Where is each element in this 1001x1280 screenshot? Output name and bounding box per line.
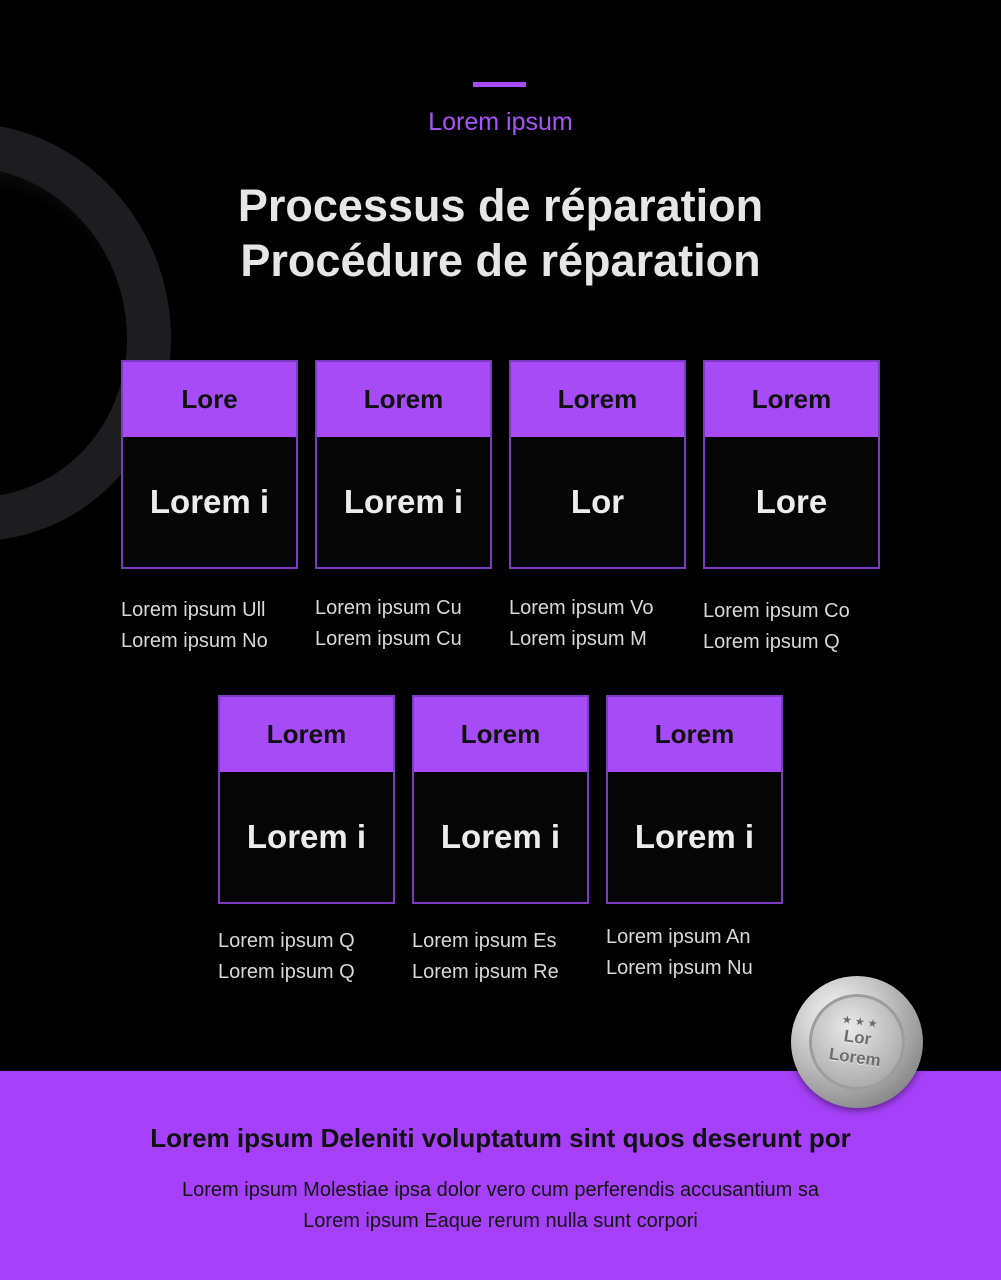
step-card: Lorem Lor	[509, 360, 686, 569]
step-card-header: Lorem	[414, 697, 587, 772]
step-description-line-1: Lorem ipsum Co	[703, 600, 850, 622]
step-card-header: Lorem	[511, 362, 684, 437]
step-1: Lore Lorem i Lorem ipsum Ull Lorem ipsum…	[121, 360, 298, 657]
seal-face: ★ ★ ★ Lor Lorem	[802, 987, 912, 1097]
step-card: Lorem Lorem i	[315, 360, 492, 569]
step-description: Lorem ipsum Co Lorem ipsum Q	[703, 596, 880, 658]
silver-seal-badge: ★ ★ ★ Lor Lorem	[791, 976, 923, 1108]
step-5: Lorem Lorem i Lorem ipsum Q Lorem ipsum …	[218, 695, 395, 988]
seal-text-line-2: Lorem	[827, 1044, 882, 1071]
step-description-line-2: Lorem ipsum Cu	[315, 628, 462, 650]
step-description: Lorem ipsum Cu Lorem ipsum Cu	[315, 593, 492, 655]
step-3: Lorem Lor Lorem ipsum Vo Lorem ipsum M	[509, 360, 686, 655]
step-description-line-2: Lorem ipsum M	[509, 628, 647, 650]
step-description-line-1: Lorem ipsum Q	[218, 930, 355, 952]
step-description-line-2: Lorem ipsum Q	[703, 631, 840, 653]
step-description-line-2: Lorem ipsum Q	[218, 961, 355, 983]
step-description-line-2: Lorem ipsum Re	[412, 961, 559, 983]
step-card-header: Lorem	[705, 362, 878, 437]
step-description: Lorem ipsum Vo Lorem ipsum M	[509, 593, 686, 655]
footer-text-line-2: Lorem ipsum Eaque rerum nulla sunt corpo…	[303, 1210, 698, 1232]
step-card-value: Lore	[755, 483, 828, 520]
footer-title: Lorem ipsum Deleniti voluptatum sint quo…	[150, 1123, 851, 1153]
step-card-header: Lorem	[317, 362, 490, 437]
step-description-line-2: Lorem ipsum No	[121, 630, 268, 652]
step-description: Lorem ipsum An Lorem ipsum Nu	[606, 922, 783, 984]
step-description: Lorem ipsum Q Lorem ipsum Q	[218, 926, 395, 988]
step-7: Lorem Lorem i Lorem ipsum An Lorem ipsum…	[606, 695, 783, 984]
step-card-header: Lorem	[220, 697, 393, 772]
step-card: Lorem Lorem i	[606, 695, 783, 904]
footer-band: Lorem ipsum Deleniti voluptatum sint quo…	[0, 1071, 1001, 1280]
step-card-value: Lorem i	[343, 483, 464, 520]
step-card-value: Lorem i	[149, 483, 270, 520]
step-card-value: Lorem i	[246, 818, 367, 855]
step-6: Lorem Lorem i Lorem ipsum Es Lorem ipsum…	[412, 695, 589, 988]
footer-text: Lorem ipsum Molestiae ipsa dolor vero cu…	[0, 1175, 1001, 1237]
step-description-line-1: Lorem ipsum Vo	[509, 597, 654, 619]
step-card-value: Lorem i	[440, 818, 561, 855]
step-card-value: Lor	[570, 483, 625, 520]
page-title: Processus de réparation Procédure de rép…	[0, 178, 1001, 288]
step-card-header: Lorem	[608, 697, 781, 772]
footer-text-line-1: Lorem ipsum Molestiae ipsa dolor vero cu…	[182, 1179, 819, 1201]
step-description-line-2: Lorem ipsum Nu	[606, 957, 753, 979]
accent-bar	[473, 82, 526, 87]
step-card-header: Lore	[123, 362, 296, 437]
step-card: Lorem Lorem i	[412, 695, 589, 904]
step-card-value: Lorem i	[634, 818, 755, 855]
step-description-line-1: Lorem ipsum Es	[412, 930, 557, 952]
step-description-line-1: Lorem ipsum Cu	[315, 597, 462, 619]
step-description-line-1: Lorem ipsum Ull	[121, 599, 266, 621]
step-card: Lorem Lore	[703, 360, 880, 569]
step-description-line-1: Lorem ipsum An	[606, 926, 751, 948]
eyebrow-label: Lorem ipsum	[428, 108, 573, 136]
page-title-line-1: Processus de réparation	[237, 180, 764, 231]
step-card: Lore Lorem i	[121, 360, 298, 569]
step-description: Lorem ipsum Es Lorem ipsum Re	[412, 926, 589, 988]
page-title-line-2: Procédure de réparation	[240, 235, 761, 286]
step-4: Lorem Lore Lorem ipsum Co Lorem ipsum Q	[703, 360, 880, 658]
step-card: Lorem Lorem i	[218, 695, 395, 904]
step-description: Lorem ipsum Ull Lorem ipsum No	[121, 595, 298, 657]
step-2: Lorem Lorem i Lorem ipsum Cu Lorem ipsum…	[315, 360, 492, 655]
